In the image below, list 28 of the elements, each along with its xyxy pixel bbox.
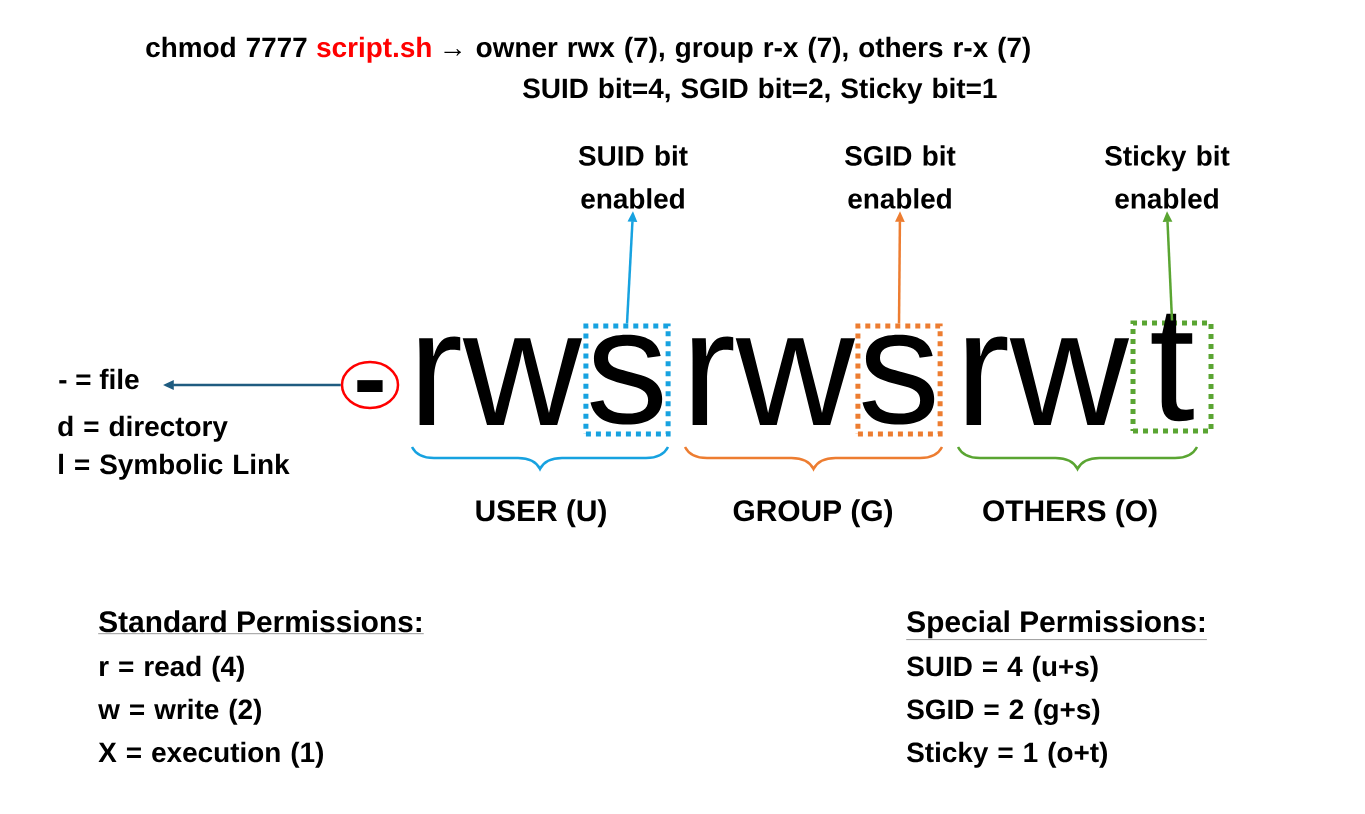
permission-text: r = read (4) [100, 655, 244, 682]
bit-label: SUID bit enabled [578, 145, 688, 209]
group-label: GROUP (G) [733, 499, 893, 528]
permission-letters: rw [419, 336, 583, 425]
bit-label: Sticky bit enabled [1105, 145, 1230, 209]
permission-letters: rw [966, 336, 1130, 425]
bit-label: SGID bit enabled [845, 145, 956, 209]
permission-text: Sticky = 1 (o+t) [907, 741, 1107, 768]
file-type-text: l = Symbolic Link [59, 453, 290, 480]
permission-text: w = write (2) [98, 698, 261, 725]
permission-text: X = execution (1) [98, 741, 323, 768]
dotted-letter-box: t [1130, 313, 1214, 434]
permission-letters: rw [692, 336, 856, 425]
file-name: script.sh [317, 36, 431, 63]
command-text: chmod 7777 [146, 36, 307, 58]
permission-text: SUID = 4 (u+s) [907, 655, 1098, 682]
dotted-letter-box: s [855, 323, 943, 437]
permission-text: SGID = 2 (g+s) [907, 698, 1100, 725]
circled-dash: - [340, 360, 400, 410]
group-label: USER (U) [476, 499, 606, 528]
command-text: SUID bit=4, SGID bit=2, Sticky bit=1 [523, 77, 997, 104]
command-text: → owner rwx (7), group r-x (7), others r-x (7) [444, 36, 1030, 63]
file-type-text: - = file [59, 368, 139, 390]
group-label: OTHERS (O) [983, 499, 1157, 528]
dotted-letter-box: s [583, 323, 671, 437]
section-heading: Special Permissions: [906, 610, 1208, 640]
file-type-text: d = directory [58, 415, 228, 442]
section-heading: Standard Permissions: [98, 610, 424, 634]
